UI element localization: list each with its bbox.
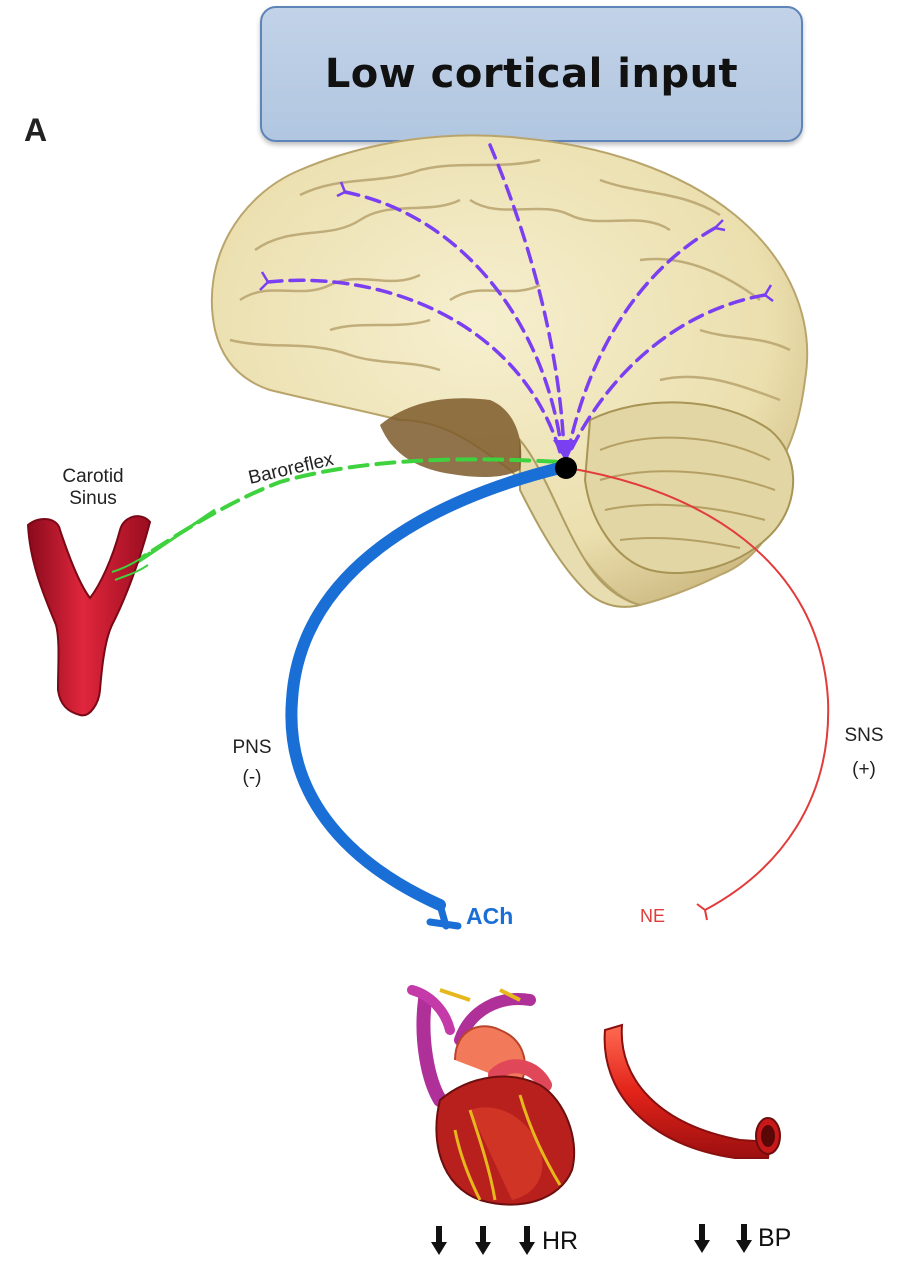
pns-label: PNS (-) bbox=[222, 733, 282, 793]
down-arrow-icon bbox=[736, 1224, 752, 1253]
sns-label-line1: SNS bbox=[834, 719, 894, 753]
down-arrow-icon bbox=[694, 1224, 710, 1253]
carotid-artery bbox=[28, 516, 150, 715]
down-arrow-icon bbox=[431, 1226, 447, 1255]
sns-terminal bbox=[697, 904, 707, 920]
hr-decrease-arrows bbox=[431, 1226, 535, 1255]
pns-label-line1: PNS bbox=[222, 733, 282, 763]
sns-label-line2: (+) bbox=[834, 753, 894, 787]
ne-label: NE bbox=[640, 906, 665, 927]
down-arrow-icon bbox=[475, 1226, 491, 1255]
bp-label: BP bbox=[758, 1224, 791, 1253]
hr-label: HR bbox=[542, 1227, 578, 1256]
ach-label: ACh bbox=[466, 903, 513, 930]
sns-label: SNS (+) bbox=[834, 719, 894, 787]
brainstem-nucleus bbox=[555, 457, 577, 479]
bp-decrease-arrows bbox=[694, 1224, 752, 1253]
down-arrow-icon bbox=[519, 1226, 535, 1255]
baroreflex-label: Baroreflex bbox=[246, 449, 336, 489]
carotid-sinus-label-line1: Carotid bbox=[38, 466, 148, 488]
carotid-sinus-label-line2: Sinus bbox=[38, 488, 148, 510]
brain-illustration bbox=[212, 135, 807, 607]
pns-label-line2: (-) bbox=[222, 763, 282, 793]
blood-vessel-illustration bbox=[605, 1025, 780, 1158]
carotid-sinus-label: Carotid Sinus bbox=[38, 466, 148, 510]
heart-illustration bbox=[412, 990, 574, 1205]
pns-pathway bbox=[291, 468, 560, 905]
